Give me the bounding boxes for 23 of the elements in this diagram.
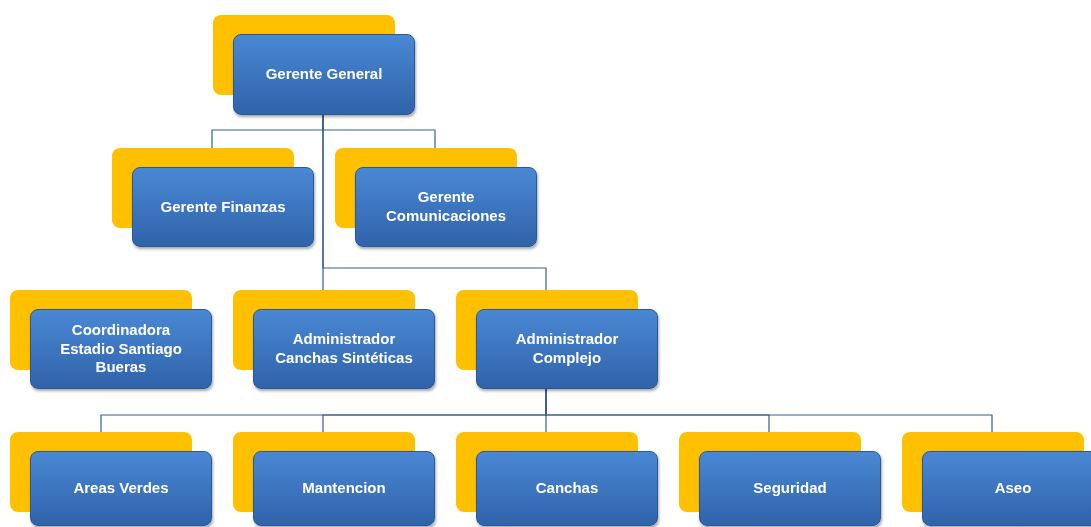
org-chart-card (902, 432, 1091, 526)
org-chart-card (456, 290, 658, 389)
position-box: Aseo (922, 451, 1091, 526)
org-chart-card (679, 432, 881, 526)
position-box: Seguridad (699, 451, 881, 526)
position-box: Mantencion (253, 451, 435, 526)
position-box: Gerente General (233, 34, 415, 115)
position-box: Gerente Comunicaciones (355, 167, 537, 247)
org-chart-card (456, 432, 658, 526)
position-box: Canchas (476, 451, 658, 526)
org-chart-card (10, 432, 212, 526)
org-chart-card (213, 15, 415, 115)
position-box: Coordinadora Estadio Santiago Bueras (30, 309, 212, 389)
org-chart-card (112, 148, 314, 247)
position-box: Administrador Canchas Sintéticas (253, 309, 435, 389)
org-chart-card (233, 432, 435, 526)
position-box: Administrador Complejo (476, 309, 658, 389)
org-chart-card (233, 290, 435, 389)
org-chart-card (335, 148, 537, 247)
position-box: Gerente Finanzas (132, 167, 314, 247)
position-box: Areas Verdes (30, 451, 212, 526)
connector-line (322, 114, 547, 291)
org-chart-card (10, 290, 212, 389)
